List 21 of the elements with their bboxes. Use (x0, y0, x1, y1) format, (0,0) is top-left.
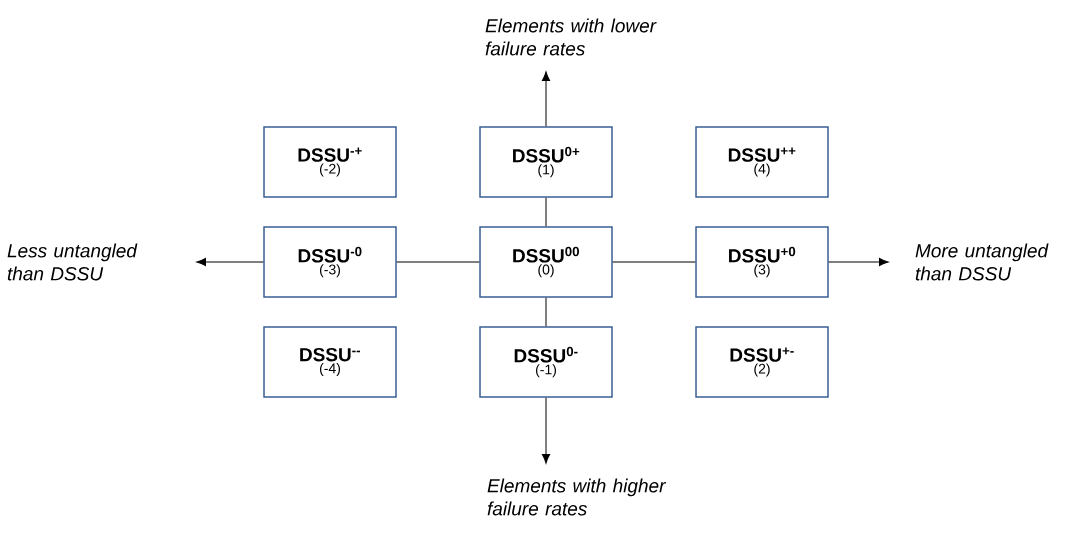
axis-label: Elements with lower failure rates (485, 18, 657, 56)
axis-label: Elements with higher failure rates (487, 478, 667, 516)
connector-line (612, 261, 696, 263)
arrow (196, 257, 264, 267)
process-box: DSSU$^{+0}$ (3) (695, 226, 829, 298)
process-box: DSSU$^{+-}$ (2) (695, 326, 829, 398)
axis-label: Less untangled than DSSU (7, 243, 138, 281)
arrow (828, 257, 889, 267)
process-box: DSSU$^{++}$ (4) (695, 126, 829, 198)
arrow (541, 71, 551, 127)
process-box: DSSU$^{-+}$ (-2) (263, 126, 397, 198)
process-box: DSSU$^{-0}$ (-3) (263, 226, 397, 298)
process-box: DSSU$^{00}$ (0) (479, 226, 613, 298)
connector-line (545, 197, 547, 227)
connector-line (396, 261, 480, 263)
connector-line (545, 297, 547, 327)
axis-label: More untangled than DSSU (915, 243, 1049, 281)
arrow (541, 397, 551, 464)
process-box: DSSU$^{0+}$ (1) (479, 126, 613, 198)
process-box: DSSU$^{--}$ (-4) (263, 326, 397, 398)
process-box: DSSU$^{0-}$ (-1) (479, 326, 613, 398)
